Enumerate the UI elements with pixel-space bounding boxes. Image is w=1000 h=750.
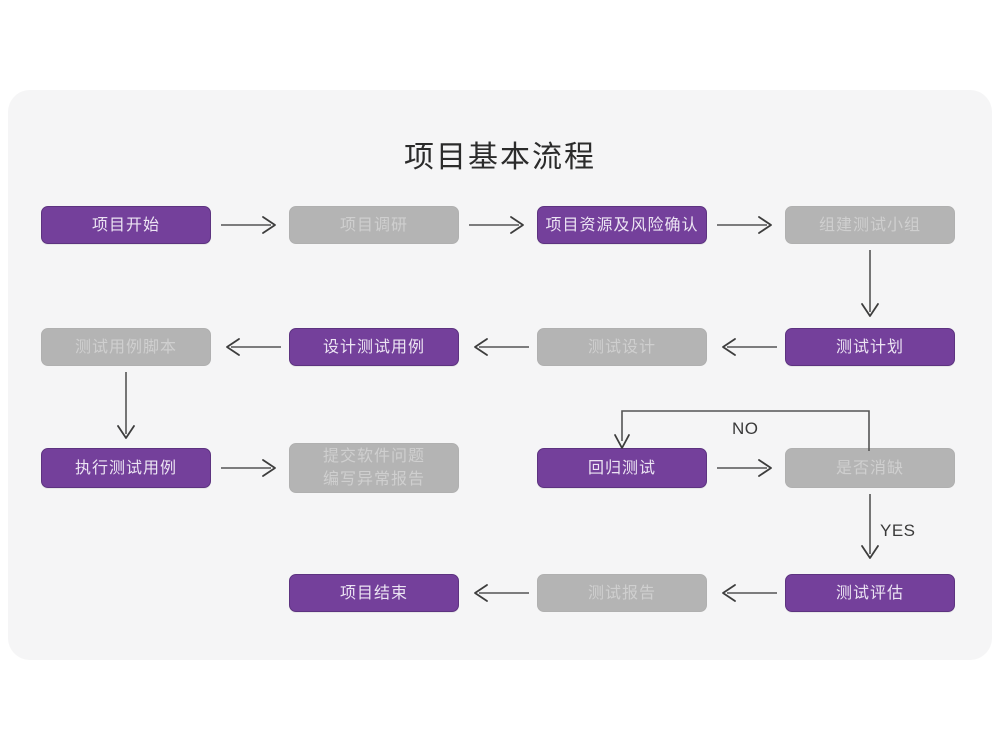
node-execute-test-case[interactable]: 执行测试用例 [41, 448, 211, 488]
edge-label-yes: YES [880, 521, 916, 540]
node-submit-bug-report[interactable]: 提交软件问题 编写异常报告 [289, 443, 459, 493]
node-regression-test[interactable]: 回归测试 [537, 448, 707, 488]
node-resource-risk-confirm[interactable]: 项目资源及风险确认 [537, 206, 707, 244]
node-project-research[interactable]: 项目调研 [289, 206, 459, 244]
node-test-plan[interactable]: 测试计划 [785, 328, 955, 366]
node-design-test-case[interactable]: 设计测试用例 [289, 328, 459, 366]
node-test-case-script[interactable]: 测试用例脚本 [41, 328, 211, 366]
node-test-evaluation[interactable]: 测试评估 [785, 574, 955, 612]
edge-label-no: NO [732, 419, 759, 438]
node-test-report[interactable]: 测试报告 [537, 574, 707, 612]
node-form-test-team[interactable]: 组建测试小组 [785, 206, 955, 244]
node-test-design[interactable]: 测试设计 [537, 328, 707, 366]
node-project-start[interactable]: 项目开始 [41, 206, 211, 244]
node-defect-cleared-decision[interactable]: 是否消缺 [785, 448, 955, 488]
node-project-end[interactable]: 项目结束 [289, 574, 459, 612]
page-title: 项目基本流程 [404, 141, 596, 174]
flowchart-card [8, 90, 992, 660]
